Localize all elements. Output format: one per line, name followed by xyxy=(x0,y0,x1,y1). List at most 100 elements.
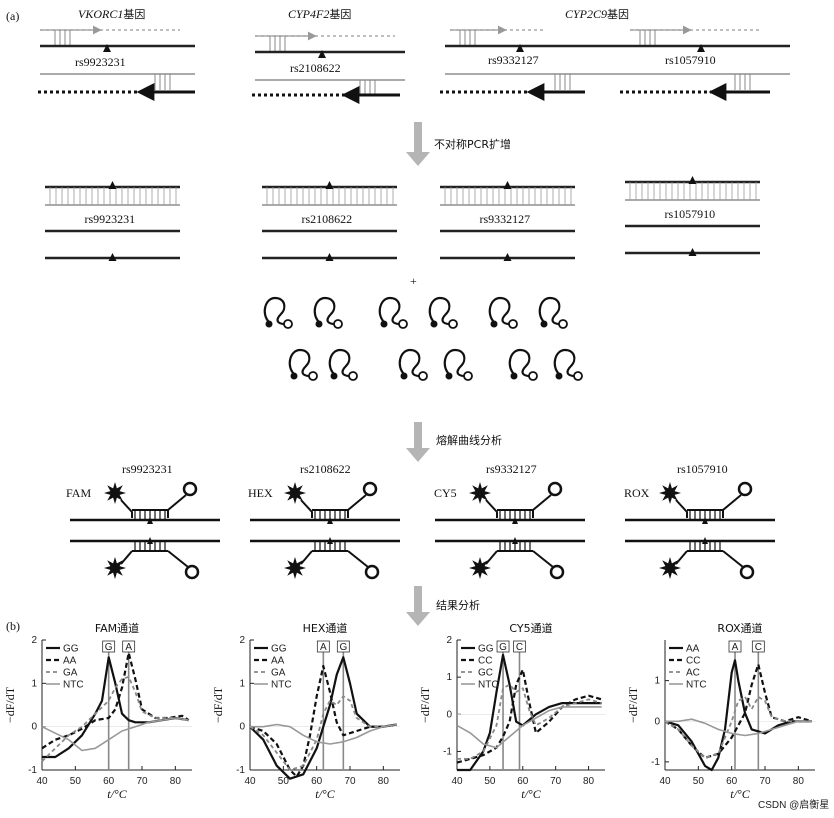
gene-title-cyp4f2: CYP4F2基因 xyxy=(288,7,351,21)
melt-curve-chart: HEX通道-10124050607080t/°C−dF/dTAGGGAAGANT… xyxy=(211,621,400,801)
chart-title: HEX通道 xyxy=(303,621,348,635)
legend-label: GG xyxy=(63,644,79,655)
x-axis-label: t/°C xyxy=(107,787,127,801)
x-tick-label: 50 xyxy=(693,776,705,787)
melt-curve-charts: FAM通道-10124050607080t/°C−dF/dTGAGGAAGANT… xyxy=(3,621,815,801)
molecular-beacon-probe xyxy=(400,350,427,380)
panel-b-label: (b) xyxy=(6,619,20,633)
y-tick-label: 2 xyxy=(239,635,245,646)
molecular-beacon-probe xyxy=(510,350,537,380)
quencher-icon xyxy=(366,566,378,578)
quencher-icon xyxy=(739,483,751,495)
x-tick-label: 40 xyxy=(451,776,463,787)
x-tick-label: 60 xyxy=(517,776,529,787)
legend-label: AA xyxy=(63,656,77,667)
legend-label: GG xyxy=(478,644,494,655)
gene-suffix: 基因 xyxy=(607,8,629,21)
gene-suffix: 基因 xyxy=(123,8,145,21)
quencher-icon xyxy=(364,483,376,495)
step-arrow-melt xyxy=(406,422,430,462)
legend-label: NTC xyxy=(478,680,499,691)
quencher-icon xyxy=(549,483,561,495)
panel-a-label: (a) xyxy=(6,9,19,23)
hybrid-probe: rs1057910ROX xyxy=(624,462,775,579)
genotype-marker-label: G xyxy=(339,642,347,653)
snp-label: rs2108622 xyxy=(302,212,353,226)
x-axis-label: t/°C xyxy=(730,787,750,801)
genotype-marker-label: G xyxy=(105,642,113,653)
x-tick-label: 70 xyxy=(136,776,148,787)
fluorophore-icon xyxy=(469,557,491,579)
snp-label: rs9923231 xyxy=(75,55,126,69)
dye-label: FAM xyxy=(66,486,91,500)
x-tick-label: 40 xyxy=(659,776,671,787)
step-label-pcr: 不对称PCR扩增 xyxy=(434,137,511,151)
amplicon: rs9332127 xyxy=(440,181,575,261)
y-axis-label: −dF/dT xyxy=(626,686,640,723)
x-tick-label: 60 xyxy=(726,776,738,787)
snp-label: rs9923231 xyxy=(85,212,136,226)
y-tick-label: -1 xyxy=(443,746,452,757)
gene-name: CYP4F2 xyxy=(288,7,329,21)
snp-label: rs1057910 xyxy=(665,53,716,67)
y-tick-label: -1 xyxy=(651,757,660,768)
legend-label: CC xyxy=(686,656,700,667)
genotype-marker-label: A xyxy=(125,642,132,653)
molecular-beacon-probe xyxy=(555,350,582,380)
y-axis-label: −dF/dT xyxy=(418,686,432,723)
molecular-beacon-probe xyxy=(290,350,317,380)
amplicon-group: rs9923231 rs2108622 rs9332127 rs1057910 xyxy=(45,176,760,261)
hybrid-probe-group: rs9923231FAMrs2108622HEXrs9332127CY5rs10… xyxy=(66,462,775,579)
snp-label: rs9923231 xyxy=(122,462,173,476)
x-tick-label: 60 xyxy=(103,776,115,787)
molecular-beacon-probe xyxy=(265,298,292,328)
x-tick-label: 50 xyxy=(484,776,496,787)
primer-schematic-vkorc1: rs9923231 xyxy=(38,30,195,92)
x-tick-label: 80 xyxy=(378,776,390,787)
molecular-beacon-probe xyxy=(380,298,407,328)
snp-label: rs1057910 xyxy=(665,207,716,221)
x-tick-label: 50 xyxy=(70,776,82,787)
x-tick-label: 70 xyxy=(550,776,562,787)
watermark: CSDN @启衡星 xyxy=(758,798,829,811)
legend-label: GA xyxy=(63,668,78,679)
gene-name: VKORC1 xyxy=(78,7,123,21)
melt-curve-line xyxy=(42,718,189,751)
legend-label: GC xyxy=(478,668,493,679)
step-label-result: 结果分析 xyxy=(436,598,480,612)
snp-label: rs9332127 xyxy=(486,462,537,476)
y-tick-label: 1 xyxy=(446,672,452,683)
molecular-beacon-probe xyxy=(490,298,517,328)
molecular-beacon-probe xyxy=(315,298,342,328)
chart-title: CY5通道 xyxy=(509,621,552,635)
y-tick-label: 2 xyxy=(31,635,37,646)
chart-title: ROX通道 xyxy=(717,621,762,635)
dye-label: HEX xyxy=(248,486,273,500)
molecular-beacon-probe xyxy=(445,350,472,380)
x-tick-label: 60 xyxy=(311,776,323,787)
plus-sign: + xyxy=(410,274,417,288)
chart-title: FAM通道 xyxy=(95,621,139,635)
legend-label: NTC xyxy=(686,680,707,691)
y-axis-label: −dF/dT xyxy=(211,686,225,723)
y-tick-label: -1 xyxy=(236,765,245,776)
x-tick-label: 70 xyxy=(344,776,356,787)
fluorophore-icon xyxy=(284,557,306,579)
melt-curve-chart: CY5通道-10124050607080t/°C−dF/dTGCGGCCGCNT… xyxy=(418,621,605,801)
x-tick-label: 70 xyxy=(759,776,771,787)
y-tick-label: 0 xyxy=(239,722,245,733)
amplicon: rs1057910 xyxy=(625,176,760,256)
y-axis-label: −dF/dT xyxy=(3,686,17,723)
x-axis-label: t/°C xyxy=(521,787,541,801)
gene-suffix: 基因 xyxy=(329,8,351,21)
snp-label: rs9332127 xyxy=(480,212,531,226)
y-tick-label: 0 xyxy=(654,716,660,727)
step-arrow-result xyxy=(406,586,430,626)
melt-curve-line xyxy=(457,707,602,748)
snp-label: rs2108622 xyxy=(300,462,351,476)
y-tick-label: 1 xyxy=(31,678,37,689)
